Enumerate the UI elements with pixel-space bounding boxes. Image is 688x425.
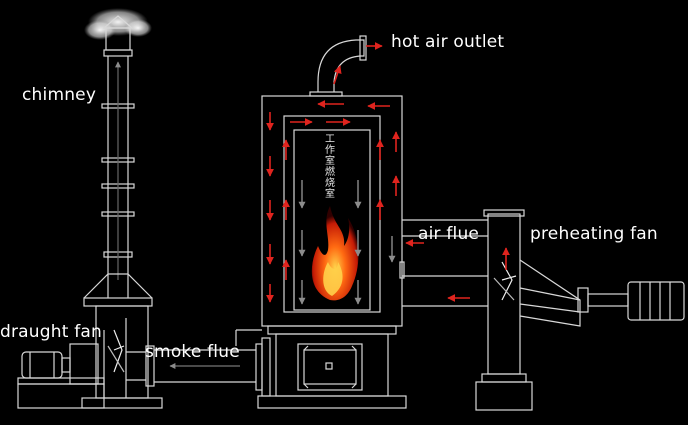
chimney-label: chimney <box>22 85 97 105</box>
chamber-label: 工作室燃烧室 <box>325 134 335 200</box>
hot-gas-arrows <box>298 180 396 305</box>
air-flue <box>399 219 488 307</box>
smoke-flue-label: smoke flue <box>145 342 240 362</box>
furnace-door <box>297 343 363 391</box>
preheating-fan <box>475 209 685 411</box>
flame <box>311 206 359 301</box>
chimney <box>81 8 163 409</box>
hot-air-outlet-label: hot air outlet <box>391 32 505 52</box>
air-flow-arrows <box>266 42 510 303</box>
draught-fan <box>17 318 127 409</box>
draught-fan-label: draught fan <box>0 322 102 342</box>
air-flue-label: air flue <box>418 224 480 244</box>
preheating-fan-motor <box>627 281 685 321</box>
preheating-fan-label: preheating fan <box>530 224 658 244</box>
